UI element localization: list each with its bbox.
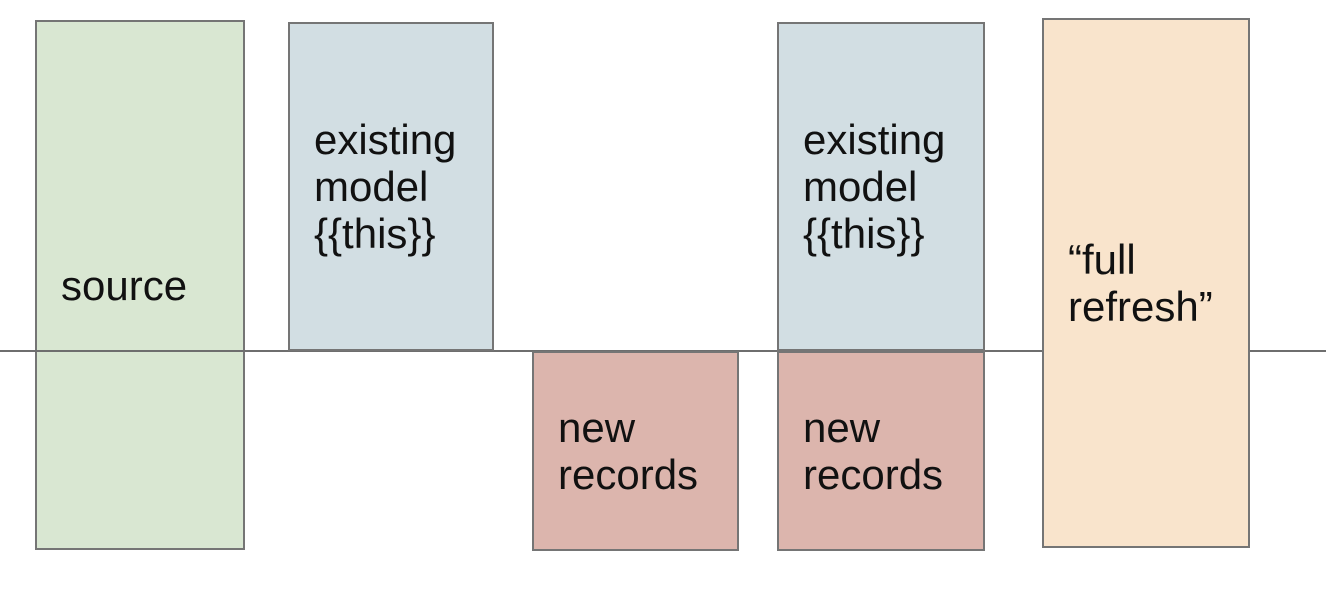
existing-model-box-1: existing model {{this}}	[288, 22, 494, 351]
full-refresh-box-label: “full refresh”	[1068, 236, 1213, 330]
new-records-box-2: new records	[777, 351, 985, 551]
existing-model-box-2: existing model {{this}}	[777, 22, 985, 351]
source-box: source	[35, 20, 245, 550]
new-records-box-1-label: new records	[558, 404, 699, 498]
existing-model-box-2-label: existing model {{this}}	[803, 116, 946, 257]
new-records-box-1: new records	[532, 351, 739, 551]
new-records-box-2-label: new records	[803, 404, 944, 498]
existing-model-box-1-label: existing model {{this}}	[314, 116, 457, 257]
full-refresh-box: “full refresh”	[1042, 18, 1250, 548]
source-box-label: source	[61, 261, 188, 309]
